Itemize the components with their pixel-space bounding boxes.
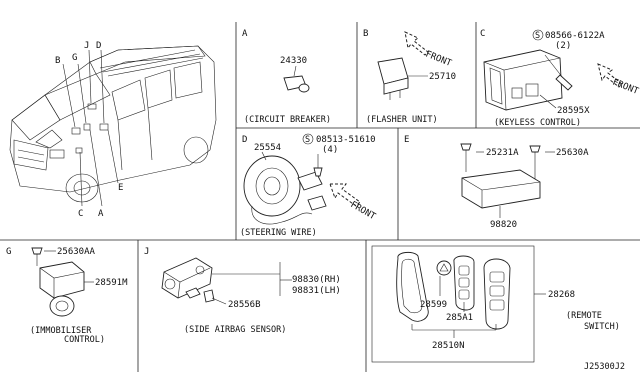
- section-g-caption-2: CONTROL): [64, 335, 105, 345]
- section-g-letter: G: [6, 247, 11, 257]
- steering-wire-part: [243, 151, 327, 225]
- part-25630aa: 25630AA: [57, 247, 96, 257]
- part-98831-lh: 98831(LH): [292, 286, 341, 296]
- immobiliser-part: [31, 247, 94, 317]
- part-98830-rh: 98830(RH): [292, 275, 341, 285]
- remote-switch-parts: [396, 251, 546, 338]
- circuit-breaker-part: [283, 65, 310, 93]
- front-arrow-c: [597, 63, 623, 88]
- front-label-c: FRONT: [611, 78, 640, 98]
- part-25630a: 25630A: [556, 148, 589, 158]
- bolt-symbol-d: [302, 133, 314, 145]
- part-25554: 25554: [254, 143, 281, 153]
- vehicle-overview: [9, 45, 217, 207]
- section-b-caption: (FLASHER UNIT): [366, 115, 438, 125]
- section-c-letter: C: [480, 29, 485, 39]
- vehicle-callout-c: C: [78, 209, 83, 219]
- part-28599: 28599: [420, 300, 447, 310]
- bolt-prefix-c: S: [535, 31, 540, 41]
- vehicle-callout-e: E: [118, 183, 123, 193]
- part-285a1: 285A1: [446, 313, 473, 323]
- flasher-unit-part: [377, 57, 428, 100]
- section-d-caption: (STEERING WIRE): [240, 228, 317, 238]
- section-g-caption-1: (IMMOBILISER: [30, 326, 92, 336]
- qty-c: (2): [555, 41, 571, 51]
- diagram-code: J25300J2: [584, 362, 625, 372]
- part-08513-51610: 08513-51610: [316, 135, 376, 145]
- part-08566-6122a: 08566-6122A: [545, 31, 605, 41]
- side-airbag-sensor-part: [161, 257, 292, 305]
- part-24330: 24330: [280, 56, 307, 66]
- airbag-screws: [460, 143, 555, 180]
- section-b-letter: B: [363, 29, 368, 39]
- section-j-caption: (SIDE AIRBAG SENSOR): [184, 325, 286, 335]
- vehicle-callout-d: D: [96, 41, 101, 51]
- part-28510n: 28510N: [432, 341, 465, 351]
- section-j-letter: J: [144, 247, 149, 257]
- remote-caption-2: SWITCH): [584, 322, 620, 332]
- remote-kit-box: [371, 245, 535, 363]
- part-28556b: 28556B: [228, 300, 261, 310]
- bolt-symbol-c: [532, 29, 544, 41]
- front-label-b: FRONT: [424, 50, 453, 70]
- vehicle-callout-g: G: [72, 53, 77, 63]
- section-d-letter: D: [242, 135, 247, 145]
- bolt-prefix-d: S: [305, 135, 310, 145]
- part-25710: 25710: [429, 72, 456, 82]
- section-a-letter: A: [242, 29, 248, 39]
- front-label-d: FRONT: [349, 200, 378, 222]
- part-28268: 28268: [548, 290, 575, 300]
- airbag-control-part: [461, 169, 541, 218]
- remote-caption-1: (REMOTE: [566, 311, 602, 321]
- front-arrow-d: [329, 183, 361, 207]
- section-e-letter: E: [404, 135, 409, 145]
- part-25231a: 25231A: [486, 148, 519, 158]
- vehicle-callout-j: J: [84, 41, 89, 51]
- part-28591m: 28591M: [95, 278, 128, 288]
- section-a-caption: (CIRCUIT BREAKER): [244, 115, 331, 125]
- part-98820: 98820: [490, 220, 517, 230]
- keyless-control-part: [483, 49, 573, 111]
- vehicle-callout-a: A: [98, 209, 104, 219]
- panel-grid: [0, 22, 640, 372]
- vehicle-callout-b: B: [55, 56, 60, 66]
- qty-d: (4): [322, 145, 338, 155]
- part-28595x: 28595X: [557, 106, 590, 116]
- front-arrow-b: [404, 31, 429, 56]
- section-c-caption: (KEYLESS CONTROL): [494, 118, 581, 128]
